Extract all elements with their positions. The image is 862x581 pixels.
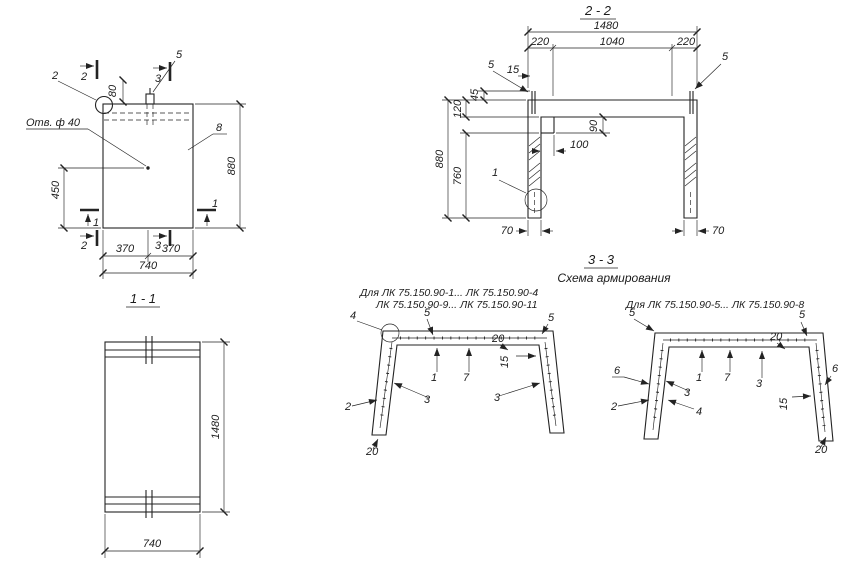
section-mark-1-right: 1 xyxy=(212,198,218,210)
callout-2: 2 xyxy=(51,70,58,82)
dim-740: 740 xyxy=(143,538,162,550)
section-mark-2-top: 2 xyxy=(80,71,87,83)
section-2-2-dimensions: 1480 220 1040 220 15 45 120 880 760 xyxy=(434,20,725,237)
callout-5-a: 5 xyxy=(424,307,431,319)
callout-2: 2 xyxy=(344,401,351,413)
callout-7: 7 xyxy=(463,372,470,384)
callout-3-a: 3 xyxy=(424,394,431,406)
plan-dimensions: 80 450 880 370 370 740 xyxy=(50,76,246,279)
section-2-2-title: 2 - 2 xyxy=(584,3,612,18)
callout-5: 5 xyxy=(176,49,183,61)
dim-80: 80 xyxy=(107,84,119,97)
dim-1480: 1480 xyxy=(210,414,222,439)
callout-2: 2 xyxy=(610,401,617,413)
callout-1: 1 xyxy=(696,372,702,384)
hole-diameter-label: Отв. ф 40 xyxy=(26,117,81,129)
right-series-caption: Для ЛК 75.150.90-5... ЛК 75.150.90-8 xyxy=(625,299,804,311)
dim-220-right: 220 xyxy=(676,36,696,48)
dim-70-right: 70 xyxy=(712,225,725,237)
dim-120: 120 xyxy=(452,99,464,118)
left-series-caption-2: ЛК 75.150.90-9... ЛК 75.150.90-11 xyxy=(375,299,537,311)
plan-outline xyxy=(94,88,194,229)
dim-760: 760 xyxy=(452,166,464,185)
dim-45: 45 xyxy=(469,88,481,101)
callout-3-a: 3 xyxy=(684,387,691,399)
dim-20-bottom: 20 xyxy=(365,446,379,458)
callout-6-right: 6 xyxy=(832,363,839,375)
left-series-caption-1: Для ЛК 75.150.90-1... ЛК 75.150.90-4 xyxy=(359,287,538,299)
detail-balloon xyxy=(94,95,114,115)
dim-880: 880 xyxy=(434,149,446,168)
section-1-1: 1 - 1 1480 740 xyxy=(101,291,230,558)
plan-callouts: Отв. ф 40 2 5 8 xyxy=(26,49,227,167)
callout-5-left: 5 xyxy=(488,59,495,71)
section-mark-2-bottom: 2 xyxy=(80,240,87,252)
section-mark-3-bottom: 3 xyxy=(155,240,162,252)
callout-1: 1 xyxy=(431,372,437,384)
reinforcement-scheme-subtitle: Схема армирования xyxy=(557,271,671,285)
section-2-2: 2 - 2 xyxy=(434,3,729,237)
section-3-3-title: 3 - 3 xyxy=(588,252,615,267)
callout-5-b: 5 xyxy=(548,312,555,324)
callout-5-b: 5 xyxy=(799,309,806,321)
section-mark-3-top: 3 xyxy=(155,73,162,85)
reinforcement-left-diagram: 4 5 5 20 15 1 7 3 3 2 20 xyxy=(344,307,565,458)
plan-view: Отв. ф 40 2 5 8 2 3 2 3 1 xyxy=(26,49,246,279)
dim-15: 15 xyxy=(499,355,511,368)
node-detail-balloon xyxy=(524,188,548,212)
callout-4: 4 xyxy=(350,310,356,322)
callout-5-a: 5 xyxy=(629,307,636,319)
section-mark-1-left: 1 xyxy=(93,217,99,229)
dim-20-bottom: 20 xyxy=(814,444,828,456)
callout-7: 7 xyxy=(724,372,731,384)
section-2-2-callouts: 5 5 1 xyxy=(488,51,729,212)
dim-20-top: 20 xyxy=(769,331,783,343)
dim-70-left: 70 xyxy=(501,225,514,237)
dim-740: 740 xyxy=(139,260,158,272)
reinforcement-right-diagram: 5 5 20 6 6 1 7 3 3 2 4 15 20 xyxy=(610,307,839,456)
dim-15: 15 xyxy=(778,397,790,410)
dim-370-left: 370 xyxy=(116,243,135,255)
callout-1: 1 xyxy=(492,167,498,179)
callout-6-left: 6 xyxy=(614,365,621,377)
dim-1040: 1040 xyxy=(600,36,625,48)
detail-balloon xyxy=(380,323,400,343)
dim-880: 880 xyxy=(226,156,238,175)
callout-8: 8 xyxy=(216,122,223,134)
dim-100: 100 xyxy=(570,139,589,151)
section-2-2-outline xyxy=(527,91,698,219)
callout-4: 4 xyxy=(696,406,702,418)
hole-center-mark xyxy=(146,166,150,170)
section-3-3: 3 - 3 Схема армирования Для ЛК 75.150.90… xyxy=(344,252,839,458)
dim-450: 450 xyxy=(50,180,62,199)
dim-20-top: 20 xyxy=(491,333,505,345)
callout-3-b: 3 xyxy=(756,378,763,390)
dim-90: 90 xyxy=(588,119,600,132)
dim-370-right: 370 xyxy=(162,243,181,255)
dim-1480: 1480 xyxy=(594,20,619,32)
plan-section-marks: 2 3 2 3 1 1 xyxy=(80,60,218,252)
dim-220-left: 220 xyxy=(530,36,550,48)
dim-15: 15 xyxy=(507,64,520,76)
callout-3-b: 3 xyxy=(494,392,501,404)
callout-5-right: 5 xyxy=(722,51,729,63)
section-1-1-title: 1 - 1 xyxy=(130,291,156,306)
